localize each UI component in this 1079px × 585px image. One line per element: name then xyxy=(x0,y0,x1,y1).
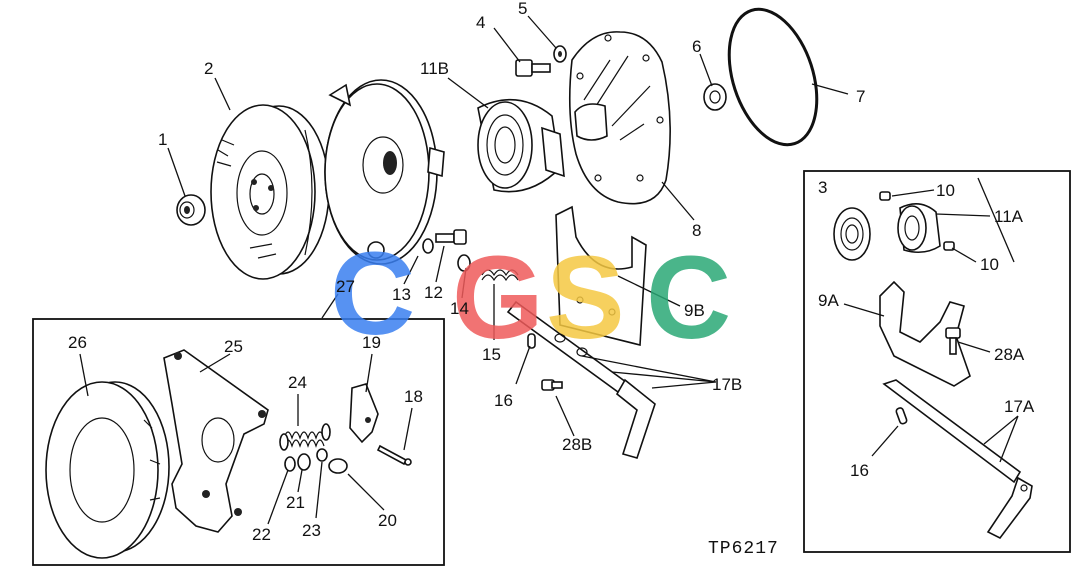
callout-1: 1 xyxy=(158,130,167,149)
part-1-pilot-bearing xyxy=(176,194,206,226)
callout-16-inset: 16 xyxy=(850,461,869,480)
part-18-pin xyxy=(376,444,412,466)
watermark-letter-s: S xyxy=(546,232,625,364)
callout-3: 3 xyxy=(818,178,827,197)
callout-16: 16 xyxy=(494,391,513,410)
part-27-nut xyxy=(367,241,385,259)
part-3-bearing xyxy=(833,207,871,261)
part-7-o-ring xyxy=(727,7,819,147)
callout-17b: 17B xyxy=(712,375,742,394)
callout-28a: 28A xyxy=(994,345,1025,364)
callout-10-top: 10 xyxy=(936,181,955,200)
clutch-pressure-plate xyxy=(324,79,445,265)
callout-6: 6 xyxy=(692,37,701,56)
part-23-nut xyxy=(316,448,328,462)
part-4-bolt xyxy=(515,59,551,77)
callout-27: 27 xyxy=(336,277,355,296)
part-12-bolt xyxy=(435,229,467,245)
watermark-letter-g: G xyxy=(452,232,544,364)
callout-10-bottom: 10 xyxy=(980,255,999,274)
part-9b-bracket xyxy=(555,205,647,347)
part-26-clutch-disc xyxy=(45,381,170,559)
part-15-spring xyxy=(481,269,519,282)
callout-22: 22 xyxy=(252,525,271,544)
leader-lines xyxy=(79,15,1019,525)
callout-28b: 28B xyxy=(562,435,592,454)
callout-9a: 9A xyxy=(818,291,839,310)
part-19-lever xyxy=(349,383,379,444)
callout-7: 7 xyxy=(856,87,865,106)
part-8-housing-cover xyxy=(568,31,671,205)
callout-13: 13 xyxy=(392,285,411,304)
left-inset-frame xyxy=(32,318,445,566)
part-20-bushing xyxy=(328,458,348,474)
part-13-washer xyxy=(422,238,434,254)
callout-18: 18 xyxy=(404,387,423,406)
callout-11b: 11B xyxy=(420,59,449,78)
watermark-cgsc: C G S C xyxy=(330,228,731,364)
part-11b-release-bearing xyxy=(477,98,565,193)
callout-21: 21 xyxy=(286,493,305,512)
callout-5: 5 xyxy=(518,0,527,18)
callout-4: 4 xyxy=(476,13,485,32)
callout-2: 2 xyxy=(204,59,213,78)
part-16-roll-pin xyxy=(527,333,536,349)
callout-24: 24 xyxy=(288,373,307,392)
right-inset-frame xyxy=(803,170,1071,553)
part-6-seal xyxy=(703,83,727,111)
part-28b-cap-screw xyxy=(541,379,563,391)
callout-19: 19 xyxy=(362,333,381,352)
part-14-nut xyxy=(457,254,471,272)
figure-id: TP6217 xyxy=(708,539,779,559)
callout-12: 12 xyxy=(424,283,443,302)
callout-8: 8 xyxy=(692,221,701,240)
callout-14: 14 xyxy=(450,299,469,318)
callout-labels: 1 2 3 4 5 6 7 8 9A 9B 10 10 11A 11B 12 1… xyxy=(68,0,1035,544)
part-2-flywheel xyxy=(210,104,330,280)
watermark-letter-c1: C xyxy=(330,228,415,360)
part-21-washer xyxy=(297,453,311,471)
part-10-pins xyxy=(879,191,955,251)
part-9a-fork xyxy=(879,280,971,387)
part-5-washer xyxy=(553,45,567,63)
part-16-roll-pin-inset xyxy=(895,407,908,425)
callout-9b: 9B xyxy=(684,301,705,320)
part-17b-release-shaft xyxy=(506,300,656,459)
part-11a-release-bearing xyxy=(897,203,941,254)
callout-25: 25 xyxy=(224,337,243,356)
callout-15: 15 xyxy=(482,345,501,364)
callout-26: 26 xyxy=(68,333,87,352)
callout-11a: 11A xyxy=(994,207,1024,226)
part-17a-release-shaft xyxy=(882,379,1033,540)
part-28a-cap-screw xyxy=(945,327,961,355)
callout-23: 23 xyxy=(302,521,321,540)
part-25-clutch-arm xyxy=(163,349,269,533)
watermark-letter-c2: C xyxy=(646,232,731,364)
part-22-washer xyxy=(284,456,296,472)
callout-20: 20 xyxy=(378,511,397,530)
part-24-spring xyxy=(279,423,331,451)
callout-17a: 17A xyxy=(1004,397,1035,416)
